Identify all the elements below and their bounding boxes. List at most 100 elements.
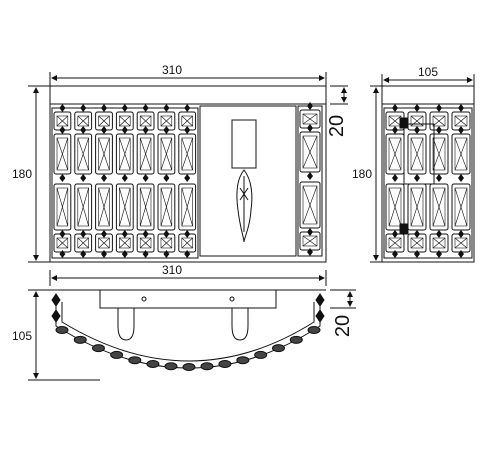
crystal-bead <box>307 248 313 256</box>
crystal-bead <box>254 350 268 359</box>
crystal-prism <box>74 133 93 175</box>
top-left-arm <box>117 308 135 341</box>
side-depth-label: 105 <box>418 65 438 79</box>
crystal-bead <box>307 228 313 236</box>
crystal-bead <box>458 230 464 238</box>
crystal-bead <box>414 250 420 258</box>
crystal-bead <box>436 230 442 238</box>
crystal-bead <box>142 174 149 182</box>
crystal-bead <box>414 104 420 112</box>
crystal-bead <box>182 363 196 371</box>
top-backplate <box>99 289 277 309</box>
front-width-label: 310 <box>162 63 182 77</box>
crystal-bead <box>458 174 464 182</box>
crystal-bead <box>218 359 232 368</box>
crystal-bead <box>307 172 313 180</box>
crystal-bead <box>307 124 313 132</box>
crystal-bead <box>163 104 170 112</box>
top-crystals <box>51 293 325 371</box>
crystal-bead <box>436 126 442 134</box>
crystal-bead <box>80 250 87 258</box>
top-crystal-frame-outer <box>55 296 321 369</box>
crystal-bead <box>146 359 160 368</box>
crystal-bead <box>315 309 325 323</box>
crystal-bead <box>271 344 285 353</box>
crystal-bead <box>73 335 87 344</box>
crystal-bead <box>91 344 105 353</box>
crystal-bead <box>80 104 87 112</box>
crystal-bead <box>142 250 149 258</box>
crystal-bead <box>392 250 398 258</box>
crystal-bead <box>121 126 128 134</box>
top-crystal-frame-inner <box>61 302 315 362</box>
crystal-bead <box>184 174 191 182</box>
crystal-bead <box>101 104 107 112</box>
crystal-bead <box>392 230 398 238</box>
crystal-bead <box>59 126 66 134</box>
candle-bulb <box>236 169 253 243</box>
crystal-bead <box>59 230 66 238</box>
crystal-bead <box>142 126 149 134</box>
front-right-crystals <box>299 102 321 256</box>
crystal-bead <box>164 362 178 371</box>
crystal-bead <box>184 250 191 258</box>
crystal-prism <box>136 183 155 231</box>
crystal-bead <box>436 104 442 112</box>
side-crystal-block <box>383 107 473 259</box>
crystal-bead <box>184 230 191 238</box>
crystal-bead <box>121 250 128 258</box>
crystal-bead <box>315 293 325 307</box>
crystal-bead <box>59 250 66 258</box>
crystal-bead <box>128 356 142 365</box>
crystal-bead <box>392 104 398 112</box>
crystal-bead <box>80 126 87 134</box>
crystal-prism <box>74 183 93 231</box>
front-center-plate <box>199 105 297 257</box>
crystal-bead <box>121 104 128 112</box>
crystal-bead <box>51 293 61 307</box>
front-backplate-label: 20 <box>326 115 348 137</box>
crystal-bead <box>458 250 464 258</box>
crystal-bead <box>101 126 107 134</box>
crystal-bead <box>59 104 66 112</box>
crystal-bead <box>163 250 170 258</box>
crystal-bead <box>184 104 191 112</box>
bulb-socket <box>231 119 257 169</box>
crystal-bead <box>184 126 191 134</box>
crystal-bead <box>307 102 313 110</box>
crystal-bead <box>414 230 420 238</box>
front-height-label: 180 <box>12 167 32 181</box>
crystal-bead <box>458 104 464 112</box>
top-width-label: 310 <box>162 263 182 277</box>
front-outline <box>49 85 327 263</box>
crystal-bead <box>392 174 398 182</box>
top-right-arm <box>231 308 249 341</box>
crystal-bead <box>392 126 398 134</box>
side-outline <box>381 85 475 263</box>
crystal-bead <box>55 326 69 334</box>
side-crystals <box>385 104 471 258</box>
crystal-bead <box>121 230 128 238</box>
front-view <box>28 72 348 263</box>
top-backplate-label: 20 <box>332 315 354 337</box>
crystal-bead <box>80 230 87 238</box>
side-height-label: 180 <box>352 167 372 181</box>
crystal-bead <box>436 250 442 258</box>
crystal-bead <box>414 174 420 182</box>
crystal-bead <box>142 230 149 238</box>
crystal-bead <box>101 250 107 258</box>
crystal-bead <box>80 174 87 182</box>
crystal-bead <box>307 326 321 334</box>
crystal-bead <box>414 126 420 134</box>
top-view <box>28 270 356 381</box>
crystal-bead <box>289 335 303 344</box>
crystal-bead <box>101 230 107 238</box>
crystal-bead <box>121 174 128 182</box>
crystal-bead <box>200 362 214 371</box>
front-left-crystals <box>53 104 197 258</box>
crystal-prism <box>136 133 155 175</box>
crystal-bead <box>110 350 124 359</box>
top-depth-label: 105 <box>12 329 32 343</box>
